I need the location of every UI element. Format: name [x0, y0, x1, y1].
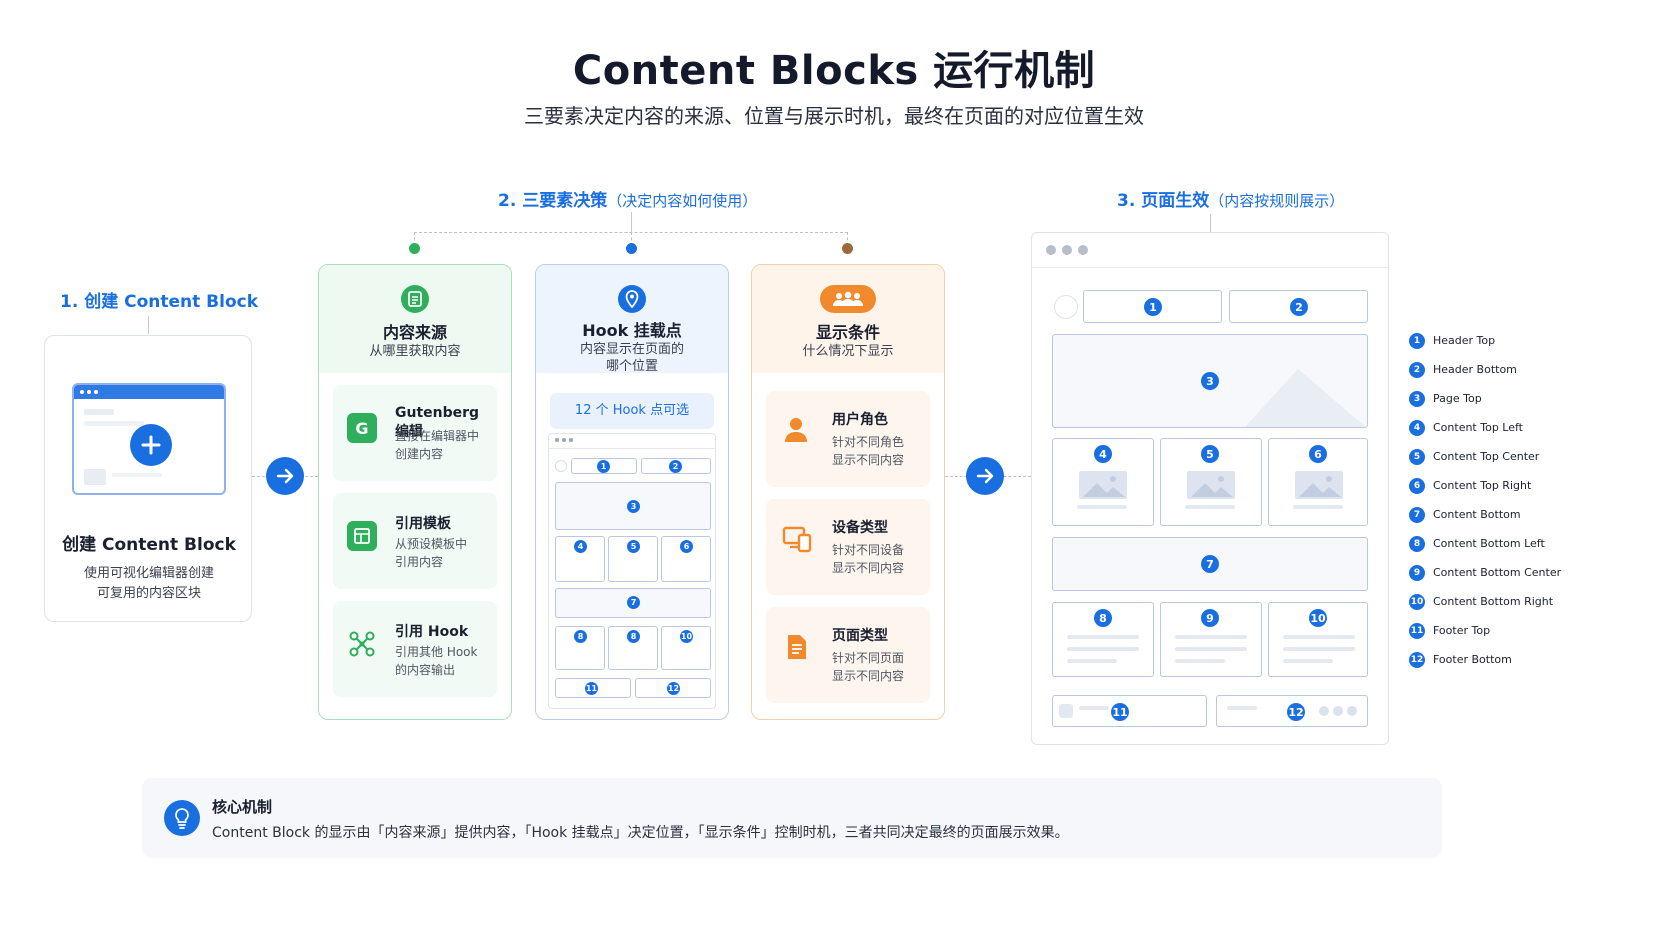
users-group-icon	[820, 285, 876, 313]
create-block-desc-1: 使用可视化编辑器创建	[83, 566, 214, 581]
zone-num: 3	[1201, 372, 1219, 390]
hook-column: Hook 挂载点 内容显示在页面的 哪个位置 12 个 Hook 点可选 1 2…	[535, 264, 729, 720]
hook-num: 8	[627, 630, 640, 643]
hook-num: 8	[574, 630, 587, 643]
zone-num: 10	[1309, 609, 1327, 627]
image-icon	[1187, 471, 1235, 499]
condition-column: 显示条件 什么情况下显示 用户角色 针对不同角色 显示不同内容 设备类型 针对不…	[751, 264, 945, 720]
browser-window: 1 2 3 4 5 6 7 8 9 10 11 12	[1031, 232, 1389, 745]
create-block-card: 创建 Content Block 使用可视化编辑器创建 可复用的内容区块	[44, 335, 252, 622]
zone-num: 6	[1309, 445, 1327, 463]
arrow-right-icon	[266, 457, 304, 495]
page-document-icon	[786, 633, 816, 663]
window-dots	[1046, 245, 1088, 255]
stage1-label: 1. 创建 Content Block	[60, 292, 259, 312]
hook-num: 10	[680, 630, 693, 643]
zone-num: 1	[1144, 298, 1162, 316]
hook-num: 4	[574, 540, 587, 553]
devices-icon	[782, 525, 812, 555]
zone-footer-top	[1052, 695, 1207, 727]
source-item-gutenberg[interactable]: G Gutenberg 编辑 直接在编辑器中 创建内容	[333, 385, 497, 481]
user-icon	[784, 417, 814, 447]
stage2-label: 2. 三要素决策（决定内容如何使用）	[498, 191, 758, 211]
condition-item-page[interactable]: 页面类型 针对不同页面 显示不同内容	[766, 607, 930, 703]
hook-num: 11	[585, 682, 598, 695]
zone-num: 7	[1201, 555, 1219, 573]
condition-item-device[interactable]: 设备类型 针对不同设备 显示不同内容	[766, 499, 930, 595]
hook-num: 3	[627, 500, 640, 513]
zone-num: 2	[1290, 298, 1308, 316]
hook-dot	[626, 243, 637, 254]
hook-mini-page: 1 2 3 4 5 6 7 8 8 10 11 12	[548, 433, 716, 709]
source-dot	[409, 243, 420, 254]
arrow-right-icon	[966, 457, 1004, 495]
zone-num: 9	[1201, 609, 1219, 627]
editor-window-illustration	[72, 383, 226, 495]
hook-num: 6	[680, 540, 693, 553]
core-title: 核心机制	[212, 798, 273, 816]
stage3-label: 3. 页面生效（内容按规则展示）	[1117, 191, 1345, 211]
hook-num: 1	[597, 460, 610, 473]
hook-num: 2	[669, 460, 682, 473]
source-item-hook[interactable]: 引用 Hook 引用其他 Hook 的内容输出	[333, 601, 497, 697]
hook-subtitle-2: 哪个位置	[605, 359, 658, 374]
gutenberg-icon: G	[347, 413, 377, 443]
page-title: Content Blocks 运行机制	[572, 48, 1096, 94]
source-title: 内容来源	[382, 323, 447, 342]
image-icon	[1295, 471, 1343, 499]
stage3-connector	[1210, 214, 1211, 232]
hook-num: 5	[627, 540, 640, 553]
add-block-button[interactable]	[130, 424, 172, 466]
create-block-desc-2: 可复用的内容区块	[96, 586, 201, 601]
source-item-template[interactable]: 引用模板 从预设模板中 引用内容	[333, 493, 497, 589]
image-icon	[1079, 471, 1127, 499]
hook-subtitle-1: 内容显示在页面的	[579, 342, 684, 357]
condition-dot	[842, 243, 853, 254]
stage2-connector	[631, 212, 632, 232]
zone-content-bottom-center	[1160, 602, 1262, 677]
document-icon	[401, 285, 429, 313]
plus-icon	[141, 435, 161, 455]
condition-subtitle: 什么情况下显示	[802, 344, 894, 359]
condition-item-role[interactable]: 用户角色 针对不同角色 显示不同内容	[766, 391, 930, 487]
core-mechanism-panel: 核心机制 Content Block 的显示由「内容来源」提供内容，「Hook …	[142, 778, 1442, 858]
source-subtitle: 从哪里获取内容	[369, 344, 461, 359]
location-pin-icon	[618, 285, 646, 313]
stage1-connector	[148, 316, 149, 334]
create-block-title: 创建 Content Block	[62, 535, 236, 555]
hook-num: 7	[627, 596, 640, 609]
mountain-image-icon	[1244, 369, 1366, 427]
zone-num: 12	[1287, 703, 1305, 721]
hook-title: Hook 挂载点	[582, 321, 682, 340]
lightbulb-icon	[164, 800, 200, 836]
hook-network-icon	[347, 629, 377, 659]
core-text: Content Block 的显示由「内容来源」提供内容，「Hook 挂载点」决…	[212, 825, 1069, 841]
zone-num: 4	[1094, 445, 1112, 463]
hook-num: 12	[667, 682, 680, 695]
zone-num: 5	[1201, 445, 1219, 463]
template-icon	[347, 521, 377, 551]
zone-num: 8	[1094, 609, 1112, 627]
condition-title: 显示条件	[815, 323, 880, 342]
page-subtitle: 三要素决定内容的来源、位置与展示时机，最终在页面的对应位置生效	[524, 104, 1144, 128]
hook-count-banner: 12 个 Hook 点可选	[550, 393, 714, 429]
zone-num: 11	[1111, 703, 1129, 721]
source-column: 内容来源 从哪里获取内容 G Gutenberg 编辑 直接在编辑器中 创建内容…	[318, 264, 512, 720]
